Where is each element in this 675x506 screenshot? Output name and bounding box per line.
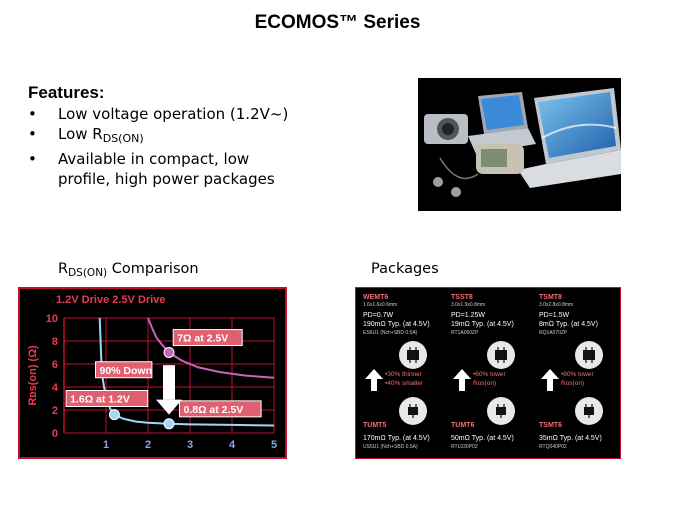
- compared-chip-image: [487, 397, 515, 425]
- rds-comparison-label: RDS(ON) Comparison: [58, 261, 199, 279]
- compared-package-part-number: US5U1 (Nch+SBD 0.5A): [363, 444, 418, 450]
- annotation-text: 90% Down: [100, 365, 153, 377]
- compared-package-part-number: RTL030P02: [451, 444, 478, 450]
- compared-package-rds-typ: 50mΩ Typ. (at 4.5V): [451, 435, 514, 442]
- package-dimensions: 3.0x1.9x0.8mm: [451, 302, 486, 308]
- x-tick-label: 4: [229, 439, 236, 451]
- y-tick-label: 10: [46, 313, 58, 325]
- compared-package-name: TSMT6: [539, 422, 562, 429]
- devices-illustration: [424, 88, 621, 197]
- down-arrow-shaft: [163, 365, 175, 400]
- chart-title: 1.2V Drive 2.5V Drive: [56, 294, 165, 306]
- feature-text: Low R: [58, 125, 103, 143]
- package-name: TSST8: [451, 294, 473, 301]
- product-photo: [418, 78, 621, 211]
- package-chip-image: [575, 341, 603, 369]
- up-arrow-icon: [453, 369, 471, 391]
- y-tick-label: 8: [52, 336, 58, 348]
- package-part-number: ES6U1 (Nch+SBD 0.5A): [363, 330, 418, 336]
- package-benefit: •80% lower: [561, 371, 594, 378]
- y-tick-label: 2: [52, 405, 58, 417]
- package-part-number: RT1A050ZP: [451, 330, 479, 336]
- annotation-label: 0.8Ω at 2.5V: [179, 400, 262, 418]
- up-arrow-icon: [365, 369, 383, 391]
- package-name: WEMT6: [363, 294, 389, 301]
- up-arrow-icon: [541, 369, 559, 391]
- compared-package-name: TUMT6: [451, 422, 475, 429]
- package-benefit: •60% lower: [473, 371, 506, 378]
- package-benefit: Ros(on): [561, 380, 585, 387]
- package-part-number: RQ1A070ZP: [539, 330, 568, 336]
- features-list: • Low voltage operation (1.2V~) • Low RD…: [28, 104, 288, 189]
- annotation-label: 7Ω at 2.5V: [172, 329, 243, 347]
- x-tick-label: 2: [145, 439, 151, 451]
- annotation-box: [179, 400, 262, 418]
- feature-item: • Available in compact, low profile, hig…: [28, 149, 288, 189]
- package-benefit: Ros(on): [473, 380, 497, 387]
- chart-border: [18, 287, 287, 459]
- compared-package-part-number: RTQ040P02: [539, 444, 567, 450]
- package-benefit: •40% smaller: [385, 380, 424, 387]
- package-chip-image: [487, 341, 515, 369]
- slide-title: ECOMOS™ Series: [254, 12, 421, 33]
- y-tick-label: 6: [52, 359, 58, 371]
- package-power: PD=1.25W: [451, 312, 486, 319]
- data-point-marker: [163, 347, 175, 358]
- x-tick-label: 5: [271, 439, 277, 451]
- feature-text-continued: profile, high power packages: [58, 170, 275, 188]
- feature-item: • Low voltage operation (1.2V~): [28, 104, 288, 124]
- rds-label-rest: Comparison: [107, 261, 199, 277]
- annotation-text: 0.8Ω at 2.5V: [184, 404, 244, 416]
- bullet-glyph: •: [28, 105, 37, 123]
- package-dimensions: 1.6x1.6x0.6mm: [363, 302, 398, 308]
- packages-label: Packages: [371, 261, 439, 277]
- annotation-box: [95, 361, 153, 379]
- package-rds-typ: 8mΩ Typ. (at 4.5V): [539, 321, 598, 328]
- feature-text: Available in compact, low: [58, 150, 250, 168]
- package-power: PD=0.7W: [363, 312, 394, 319]
- package-power: PD=1.5W: [539, 312, 570, 319]
- feature-item: • Low RDS(ON): [28, 124, 288, 149]
- compared-package-rds-typ: 170mΩ Typ. (at 4.5V): [363, 435, 430, 442]
- annotation-box: [65, 390, 149, 407]
- package-name: TSMT8: [539, 294, 562, 301]
- compared-chip-image: [399, 397, 427, 425]
- rds-symbol: R: [58, 261, 69, 277]
- package-chip-image: [399, 341, 427, 369]
- x-tick-label: 1: [103, 439, 109, 451]
- y-axis-label: Rᴅs(on) (Ω): [27, 345, 39, 406]
- compared-package-rds-typ: 35mΩ Typ. (at 4.5V): [539, 435, 602, 442]
- annotation-label: 1.6Ω at 1.2V: [65, 390, 149, 407]
- bullet-glyph: •: [28, 125, 37, 143]
- y-tick-label: 4: [52, 382, 59, 394]
- annotation-text: 1.6Ω at 1.2V: [70, 394, 130, 406]
- features-heading: Features:: [28, 83, 105, 102]
- down-arrow-head: [156, 399, 182, 415]
- package-rds-typ: 190mΩ Typ. (at 4.5V): [363, 321, 430, 328]
- annotation-label: 90% Down: [95, 361, 153, 379]
- bullet-glyph: •: [28, 150, 37, 168]
- rds-subscript: DS(ON): [68, 267, 108, 279]
- package-benefit: •30% thinner: [385, 371, 422, 378]
- feature-text: Low voltage operation (1.2V~): [58, 105, 289, 123]
- package-rds-typ: 19mΩ Typ. (at 4.5V): [451, 321, 514, 328]
- compared-package-name: TUMT5: [363, 422, 387, 429]
- annotation-box: [172, 329, 243, 347]
- packages-panel-border: [355, 287, 621, 459]
- y-tick-label: 0: [52, 428, 58, 440]
- compared-chip-image: [575, 397, 603, 425]
- feature-subscript: DS(ON): [102, 132, 144, 145]
- data-point-marker: [163, 418, 175, 430]
- annotation-text: 7Ω at 2.5V: [177, 333, 228, 345]
- data-point-marker: [108, 409, 120, 421]
- series-line: [147, 317, 275, 379]
- package-dimensions: 3.0x2.8x0.8mm: [539, 302, 574, 308]
- x-tick-label: 3: [187, 439, 193, 451]
